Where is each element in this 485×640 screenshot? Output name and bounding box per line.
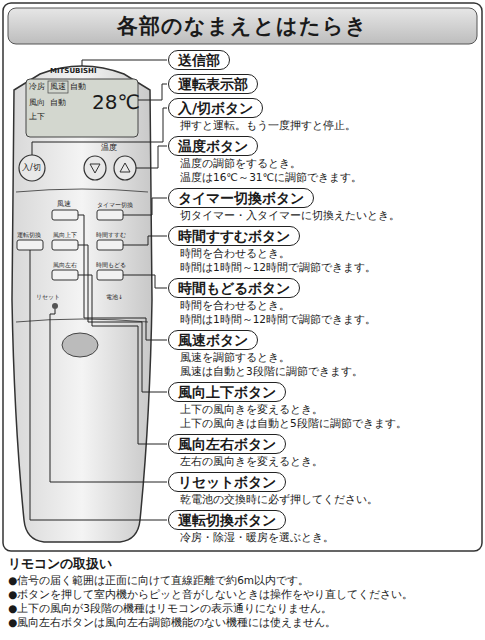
remote-marking: タイマー切換 [97, 201, 133, 208]
part-label: 風速ボタン風速を調節するとき。風速は自動と3段階に調節できます。 [168, 330, 363, 378]
remote-marking: 自動 [70, 82, 86, 92]
part-description: 温度は16℃～31℃に調節できます。 [180, 170, 362, 184]
remote-marking: 風向上下 [53, 231, 77, 238]
remote-marking: 風向左右 [53, 261, 77, 268]
remote-marking: 冷房 [29, 82, 45, 92]
part-description: 乾電池の交換時に必ず押してください。 [180, 492, 378, 506]
part-name: 風速ボタン [168, 330, 258, 350]
remote-marking: 入/切 [22, 163, 41, 173]
remote-marking: 風速 [50, 82, 66, 92]
part-name: 送信部 [168, 50, 230, 70]
up-arrow [120, 163, 130, 172]
remote-marking: 自動 [50, 98, 66, 108]
reset-hole [52, 303, 58, 309]
thumb-notch [62, 333, 98, 357]
part-description: 風速を調節するとき。 [180, 350, 363, 364]
part-name: 入/切ボタン [168, 98, 263, 118]
remote-marking: 電池↓ [106, 293, 123, 300]
remote-marking: 時間すすむ [96, 231, 126, 238]
temp-down-button [84, 156, 106, 180]
remote-marking: 上下 [29, 112, 45, 122]
part-name: 風向左右ボタン [168, 434, 286, 454]
remote-marking: 温度 [101, 143, 117, 153]
part-label: 運転切換ボタン冷房・除湿・暖房を選ぶとき。 [168, 510, 334, 544]
part-name: 温度ボタン [168, 136, 258, 156]
part-description: 風速は自動と3段階に調節できます。 [180, 364, 363, 378]
down-arrow [90, 164, 100, 173]
handling-note: ●風向左右ボタンは風向左右調節機能のない機種には使えません。 [8, 616, 336, 629]
handling-note: ●ボタンを押して室内機からピッと音がしないときは操作をやり直してください。 [8, 588, 413, 601]
part-description: 時間を合わせるとき。 [180, 298, 376, 312]
part-label: 温度ボタン温度の調節をするとき。温度は16℃～31℃に調節できます。 [168, 136, 362, 184]
part-label: リセットボタン乾電池の交換時に必ず押してください。 [168, 472, 378, 506]
remote-marking: 風向 [29, 98, 45, 108]
part-description: 時間は1時間～12時間で調節できます。 [180, 260, 376, 274]
part-label: 入/切ボタン押すと運転。もう一度押すと停止。 [168, 98, 356, 132]
remote-marking: 時間もどる [96, 261, 126, 268]
part-label: タイマー切換ボタン切タイマー・入タイマーに切換えたいとき。 [168, 188, 400, 222]
part-label: 送信部 [168, 50, 230, 70]
part-label: 運転表示部 [168, 74, 258, 94]
part-description: 上下の風向きは自動と5段階に調節できます。 [180, 416, 407, 430]
leader-lines [30, 60, 167, 520]
part-label: 風向上下ボタン上下の風向きを変えるとき。上下の風向きは自動と5段階に調節できます… [168, 382, 407, 430]
page-title: 各部のなまえとはたらき [8, 8, 477, 44]
grid-buttons [17, 210, 123, 280]
lid-edge [16, 189, 148, 192]
part-label: 時間すすむボタン時間を合わせるとき。時間は1時間～12時間で調節できます。 [168, 226, 376, 274]
part-name: 風向上下ボタン [168, 382, 286, 402]
handling-note: ●上下の風向が3段階の機種はリモコンの表示通りになりません。 [8, 602, 332, 615]
part-description: 温度の調節をするとき。 [180, 156, 362, 170]
part-description: 切タイマー・入タイマーに切換えたいとき。 [180, 208, 400, 222]
remote-marking: 28℃ [92, 90, 140, 114]
remote-marking: 運転切換 [17, 231, 41, 238]
part-description: 押すと運転。もう一度押すと停止。 [180, 118, 356, 132]
part-description: 時間は1時間～12時間で調節できます。 [180, 312, 376, 326]
part-name: リセットボタン [168, 472, 286, 492]
part-label: 時間もどるボタン時間を合わせるとき。時間は1時間～12時間で調節できます。 [168, 278, 376, 326]
page-frame [3, 3, 482, 551]
part-name: 時間もどるボタン [168, 278, 300, 298]
remote-marking: MITSUBISHI [50, 67, 97, 75]
part-description: 時間を合わせるとき。 [180, 246, 376, 260]
part-label: 風向左右ボタン左右の風向きを変えるとき。 [168, 434, 323, 468]
part-name: タイマー切換ボタン [168, 188, 314, 208]
remote-marking: リセット [36, 293, 60, 300]
section-heading: リモコンの取扱い [8, 556, 112, 572]
part-name: 時間すすむボタン [168, 226, 300, 246]
title-band [8, 8, 477, 44]
handling-note: ●信号の届く範囲は正面に向けて直線距離で約6m以内です。 [8, 574, 309, 587]
part-description: 上下の風向きを変えるとき。 [180, 402, 407, 416]
part-description: 左右の風向きを変えるとき。 [180, 454, 323, 468]
temp-up-button [114, 156, 136, 180]
remote-marking: 風速 [57, 200, 71, 208]
power-button [19, 155, 45, 181]
part-name: 運転切換ボタン [168, 510, 286, 530]
remote-body [12, 66, 152, 542]
display-frame [48, 81, 68, 93]
part-name: 運転表示部 [168, 74, 258, 94]
part-description: 冷房・除湿・暖房を選ぶとき。 [180, 530, 334, 544]
